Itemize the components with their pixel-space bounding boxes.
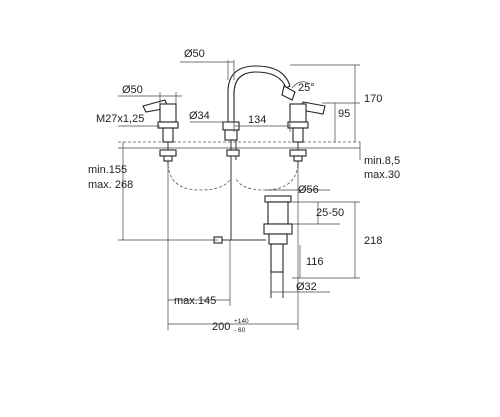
hoses (167, 164, 299, 191)
label-tail-diameter: Ø32 (296, 281, 317, 293)
deck-line (118, 141, 360, 149)
label-spread: 134 (248, 114, 266, 126)
right-valve (287, 101, 326, 165)
label-max-below: max. 268 (88, 179, 133, 191)
label-max-reach: max.145 (174, 295, 216, 307)
label-handle-diameter: Ø50 (122, 84, 143, 96)
label-deck-thickness-max: max.30 (364, 169, 400, 181)
label-deck-thickness-min: min.8,5 (364, 155, 400, 167)
label-height-outlet: 95 (338, 108, 350, 120)
label-spout-diameter: Ø50 (184, 48, 205, 60)
label-waste-diameter: Ø56 (298, 184, 319, 196)
label-tolerance-plus: +140 (234, 318, 249, 325)
label-min-below: min.155 (88, 164, 127, 176)
label-spout-angle: 25° (298, 82, 315, 94)
label-waste-height: 218 (364, 235, 382, 247)
dimension-lines (118, 60, 361, 330)
left-valve (142, 99, 179, 165)
dimension-labels: Ø50 25° 170 95 Ø50 M27x1,25 Ø34 134 min.… (88, 48, 400, 334)
label-height-total: 170 (364, 93, 382, 105)
label-waste-range: 25-50 (316, 207, 344, 219)
label-width: 200 (212, 321, 230, 333)
label-tail-length: 116 (306, 256, 324, 268)
waste-assembly (213, 178, 293, 298)
label-thread: M27x1,25 (96, 113, 144, 125)
label-hole-diameter: Ø34 (189, 110, 210, 122)
label-tolerance-minus: - 60 (234, 327, 246, 334)
spout (222, 65, 296, 178)
